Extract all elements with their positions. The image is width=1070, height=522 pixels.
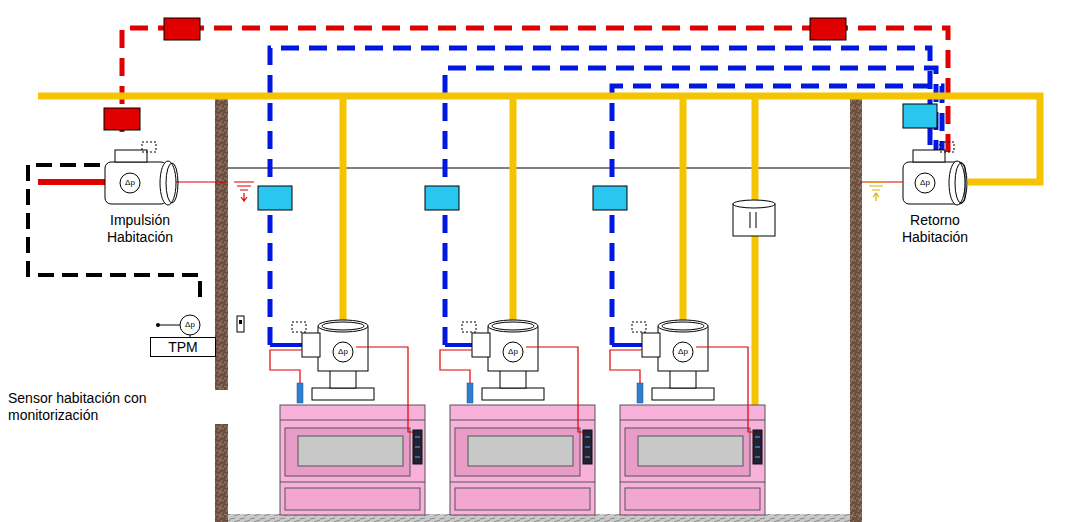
valve-label: Retorno Habitación bbox=[880, 212, 990, 246]
sensor-label: Sensor habitación con monitorización bbox=[6, 390, 236, 424]
pressure-symbol: Δp bbox=[503, 347, 523, 357]
pressure-symbol: Δp bbox=[180, 320, 200, 330]
pressure-symbol: Δp bbox=[915, 178, 935, 188]
pressure-symbol: Δp bbox=[120, 178, 140, 188]
pressure-symbol: Δp bbox=[673, 347, 693, 357]
valve-label: Impulsión Habitación bbox=[85, 212, 195, 246]
pressure-symbol: Δp bbox=[333, 347, 353, 357]
tpm-box: TPM bbox=[150, 337, 216, 357]
box-text: TPM bbox=[151, 338, 215, 356]
